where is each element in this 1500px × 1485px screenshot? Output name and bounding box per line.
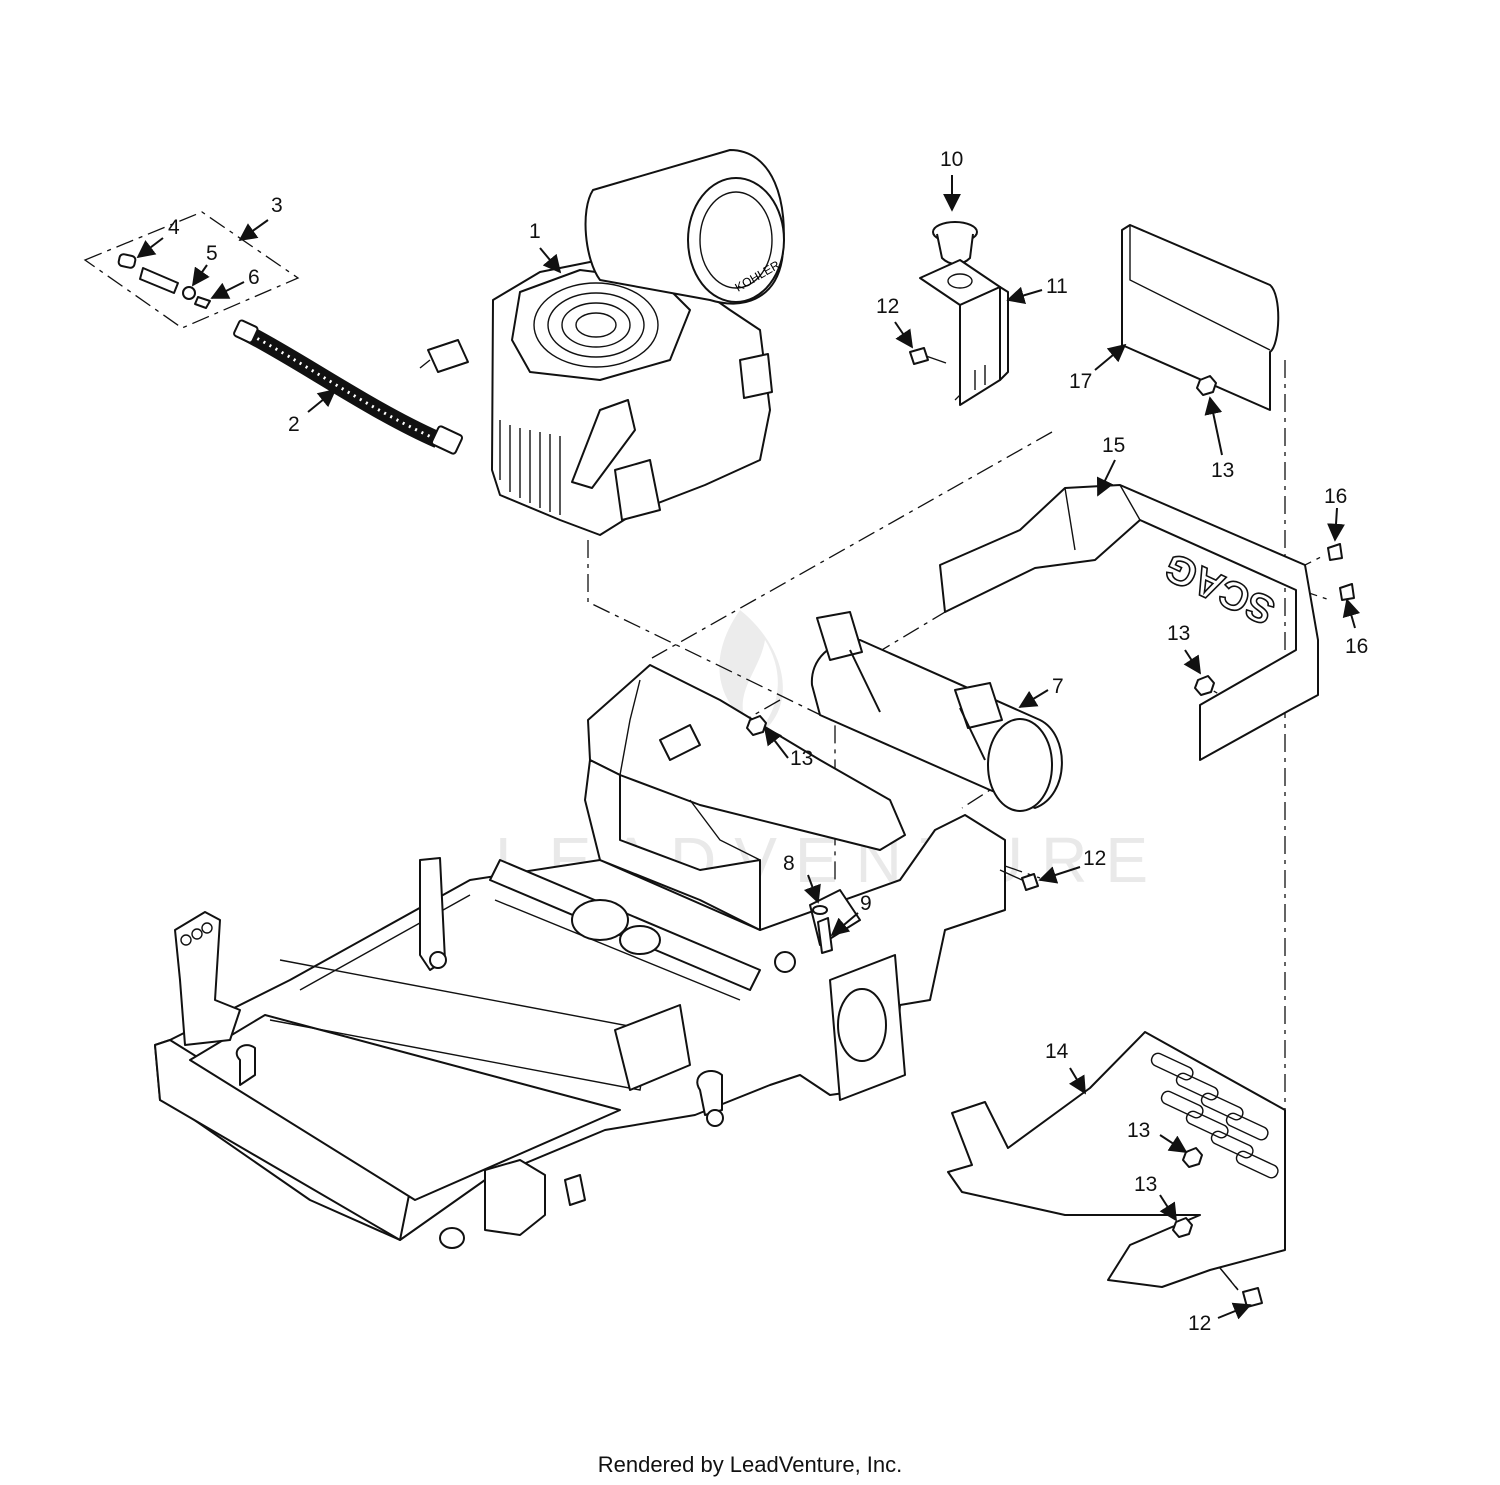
callout-12-frame: 12: [1083, 847, 1106, 870]
callout-15: 15: [1102, 434, 1125, 457]
callout-12-skid: 12: [1188, 1312, 1211, 1335]
callout-3: 3: [271, 194, 283, 217]
callout-14: 14: [1045, 1040, 1069, 1063]
callout-2: 2: [288, 413, 300, 436]
fitting-kit: [83, 211, 300, 329]
hardware: [746, 347, 1355, 1308]
callout-labels: 1 2 3 4 5 6 7 8 9 10 11 12 12 12 13 13 1…: [168, 148, 1368, 1335]
callout-5: 5: [206, 242, 218, 265]
callout-17: 17: [1069, 370, 1092, 393]
callout-7: 7: [1052, 675, 1064, 698]
callout-13-skid-upper: 13: [1127, 1119, 1150, 1142]
callout-13-frame: 13: [790, 747, 813, 770]
callout-4: 4: [168, 216, 180, 239]
grommet: [932, 221, 978, 265]
callout-13-skid-lower: 13: [1134, 1173, 1157, 1196]
callout-16-lower: 16: [1345, 635, 1368, 658]
callout-1: 1: [529, 220, 541, 243]
skid-plate: [947, 1031, 1286, 1288]
heat-shield: [1121, 224, 1280, 411]
callout-12-bracket: 12: [876, 295, 899, 318]
muffler: [810, 611, 1063, 812]
mount-bracket: [919, 259, 1009, 406]
callout-16-upper: 16: [1324, 485, 1347, 508]
footer-credit: Rendered by LeadVenture, Inc.: [597, 1452, 903, 1477]
callout-9: 9: [860, 892, 872, 915]
engine: KOHLER: [419, 149, 785, 536]
callout-6: 6: [248, 266, 260, 289]
callout-10: 10: [940, 148, 963, 171]
chassis-frame: [154, 664, 1006, 1249]
callout-11: 11: [1046, 275, 1068, 298]
callout-13-shield: 13: [1211, 459, 1234, 482]
callout-13-guard: 13: [1167, 622, 1190, 645]
callout-leaders: [136, 175, 1361, 1320]
hose: [233, 319, 464, 455]
callout-8: 8: [783, 852, 795, 875]
